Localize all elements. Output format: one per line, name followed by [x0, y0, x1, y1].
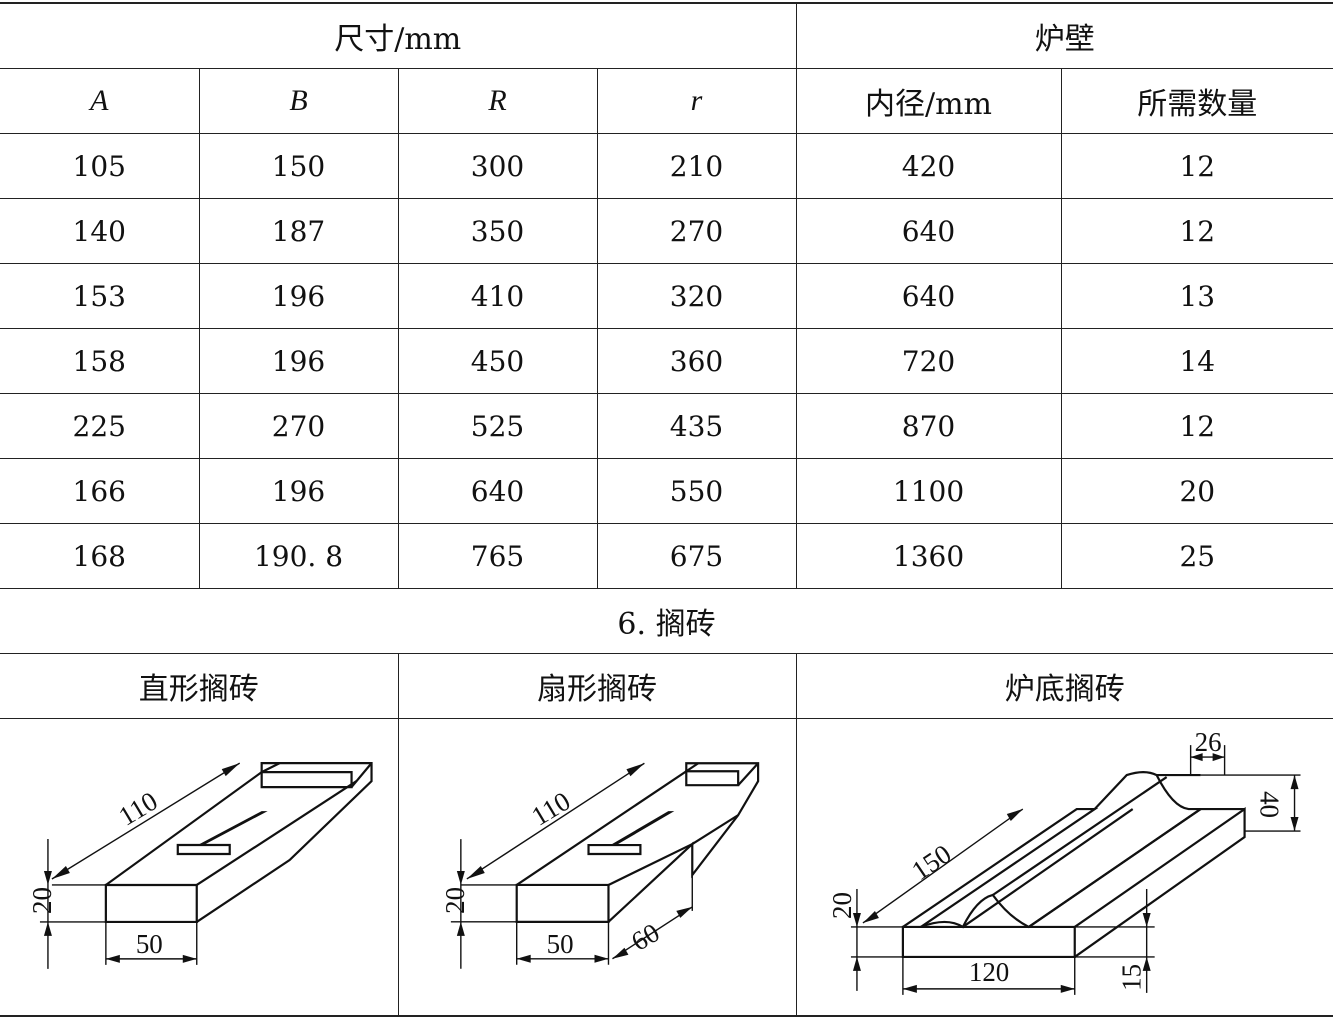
table-row: 168 190. 8 765 675 1360 25	[0, 523, 1333, 589]
brick-type-header-row: 直形搁砖 扇形搁砖 炉底搁砖	[0, 653, 1333, 719]
bottom-brick-dim-ledge: 15	[1116, 964, 1146, 991]
cell: 640	[795, 198, 1062, 264]
column-header-row: A B R r 内径/mm 所需数量	[0, 68, 1333, 134]
cell: 350	[397, 198, 598, 264]
fan-brick-dim-depth: 60	[626, 917, 665, 957]
cell: 320	[596, 263, 797, 329]
group-header-row: 尺寸/mm 炉壁	[0, 2, 1333, 69]
table-row: 105 150 300 210 420 12	[0, 133, 1333, 199]
cell: 196	[198, 328, 399, 394]
cell: 1100	[795, 458, 1062, 524]
table-row: 158 196 450 360 720 14	[0, 328, 1333, 394]
cell: 140	[0, 198, 200, 264]
straight-brick-dim-width: 50	[136, 929, 163, 959]
cell: 150	[198, 133, 399, 199]
cell: 12	[1060, 133, 1333, 199]
cell: 640	[397, 458, 598, 524]
cell: 270	[198, 393, 399, 459]
dimensions-group-header: 尺寸/mm	[0, 2, 797, 69]
cell: 158	[0, 328, 200, 394]
table-row: 166 196 640 550 1100 20	[0, 458, 1333, 524]
cell: 640	[795, 263, 1062, 329]
fan-brick-label: 扇形搁砖	[397, 653, 797, 719]
furnace-wall-group-header: 炉壁	[795, 2, 1333, 69]
cell: 14	[1060, 328, 1333, 394]
fan-brick-dim-length: 110	[526, 786, 575, 832]
cell: 410	[397, 263, 598, 329]
cell: 360	[596, 328, 797, 394]
cell: 210	[596, 133, 797, 199]
fan-brick-drawing: 110 20 50 60	[439, 762, 759, 969]
cell: 166	[0, 458, 200, 524]
cell: 13	[1060, 263, 1333, 329]
cell: 12	[1060, 198, 1333, 264]
straight-brick-drawing: 110 20 50	[27, 762, 373, 969]
cell: 25	[1060, 523, 1333, 589]
cell: 196	[198, 263, 399, 329]
cell: 168	[0, 523, 200, 589]
cell: 675	[596, 523, 797, 589]
cell: 153	[0, 263, 200, 329]
column-header-quantity: 所需数量	[1060, 68, 1333, 134]
cell: 525	[397, 393, 598, 459]
straight-brick-outline	[104, 762, 373, 924]
drawing-row: 110 20 50	[0, 718, 1333, 1017]
cell: 105	[0, 133, 200, 199]
straight-brick-dim-height: 20	[27, 887, 57, 914]
cell: 190. 8	[198, 523, 399, 589]
cell: 550	[596, 458, 797, 524]
column-header-big-r: R	[397, 68, 598, 134]
table-row: 140 187 350 270 640 12	[0, 198, 1333, 264]
bottom-brick-label: 炉底搁砖	[795, 653, 1333, 719]
column-header-small-r: r	[596, 68, 797, 134]
bottom-brick-drawing-cell: 26 40 150 20 120 15	[795, 718, 1333, 1017]
cell: 435	[596, 393, 797, 459]
cell: 187	[198, 198, 399, 264]
cell: 300	[397, 133, 598, 199]
cell: 12	[1060, 393, 1333, 459]
section-title: 6. 搁砖	[0, 588, 1333, 654]
bottom-brick-dim-width: 120	[968, 957, 1008, 987]
straight-brick-dim-length: 110	[113, 786, 162, 832]
bottom-brick-outline	[901, 770, 1246, 959]
cell: 765	[397, 523, 598, 589]
column-header-inner-diameter: 内径/mm	[795, 68, 1062, 134]
cell: 20	[1060, 458, 1333, 524]
column-header-a: A	[0, 68, 200, 134]
fan-brick-dimensions: 110 20 50 60	[439, 762, 693, 969]
bottom-brick-dim-base-height: 20	[826, 892, 856, 919]
cell: 270	[596, 198, 797, 264]
cell: 870	[795, 393, 1062, 459]
bottom-brick-dimensions: 26 40 150 20 120 15	[826, 727, 1301, 995]
cell: 450	[397, 328, 598, 394]
cell: 720	[795, 328, 1062, 394]
bottom-brick-dim-height: 40	[1254, 791, 1284, 818]
cell: 420	[795, 133, 1062, 199]
bottom-brick-drawing: 26 40 150 20 120 15	[826, 727, 1301, 995]
bottom-brick-dim-groove: 26	[1194, 727, 1221, 757]
section-title-row: 6. 搁砖	[0, 588, 1333, 654]
cell: 225	[0, 393, 200, 459]
bottom-brick-dim-length: 150	[906, 839, 956, 886]
cell: 1360	[795, 523, 1062, 589]
fan-brick-dim-width: 50	[546, 929, 573, 959]
straight-brick-drawing-cell: 110 20 50	[0, 718, 399, 1017]
straight-brick-label: 直形搁砖	[0, 653, 399, 719]
column-header-b: B	[198, 68, 399, 134]
fan-brick-drawing-cell: 110 20 50 60	[397, 718, 797, 1017]
fan-brick-dim-height: 20	[439, 887, 469, 914]
table-row: 153 196 410 320 640 13	[0, 263, 1333, 329]
cell: 196	[198, 458, 399, 524]
fan-brick-outline	[515, 762, 759, 923]
table-row: 225 270 525 435 870 12	[0, 393, 1333, 459]
